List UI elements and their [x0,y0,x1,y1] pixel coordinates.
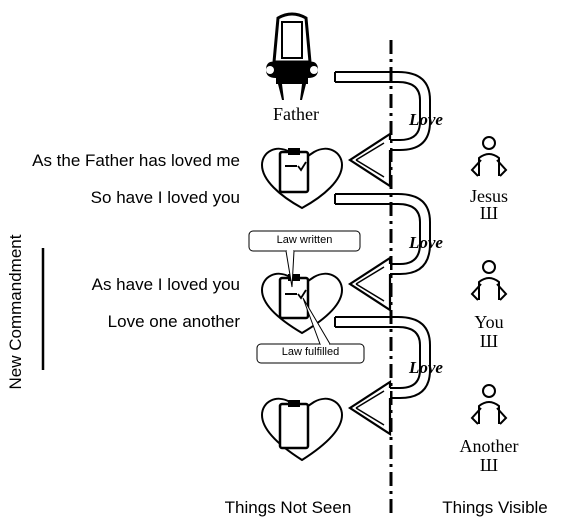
things-not-seen-label: Things Not Seen [224,498,352,517]
law-written-label: Law written [276,234,333,246]
jesus-label: Jesus [469,186,508,206]
person-icon-you [470,260,508,301]
love-label-3: Love [409,358,443,377]
curved-arrow-3 [334,316,431,437]
line-so-have-i: So have I loved you [90,188,240,207]
heart-clipboard-icon-2 [260,272,344,335]
person-icon-another [470,384,508,425]
heart-clipboard-icon-3 [260,397,344,462]
line-as-have-i: As have I loved you [91,275,240,294]
curved-arrow-2 [334,193,431,313]
line-love-one-another: Love one another [107,312,240,331]
another-ground-symbol: Ш [479,455,499,475]
you-label: You [474,312,504,332]
new-commandment-label: New Commandment [6,234,25,390]
jesus-ground-symbol: Ш [479,203,499,223]
you-ground-symbol: Ш [479,331,499,351]
things-visible-label: Things Visible [442,498,548,517]
line-as-the-father: As the Father has loved me [32,151,240,170]
throne-icon [266,12,318,100]
curved-arrow-1 [334,71,431,189]
law-fulfilled-label: Law fulfilled [281,346,340,358]
love-label-2: Love [409,233,443,252]
father-label: Father [273,104,319,124]
person-icon-jesus [470,136,508,177]
heart-clipboard-icon-1 [260,147,344,210]
callout-law-fulfilled [256,297,365,364]
another-label: Another [459,436,519,456]
love-label-1: Love [409,110,443,129]
callout-law-written [248,230,361,288]
